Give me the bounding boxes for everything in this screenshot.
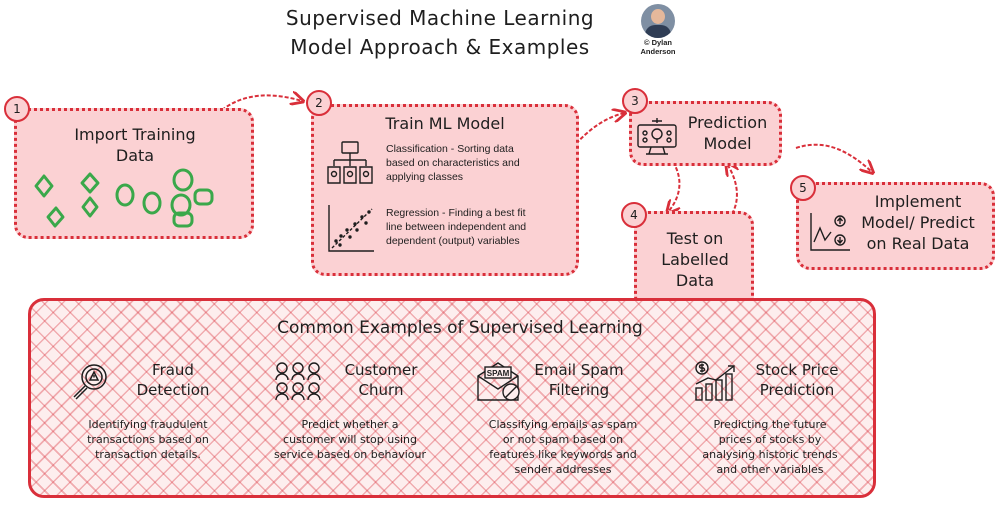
- example-churn-title: Customer Churn: [344, 361, 418, 399]
- classification-text: Classification - Sorting data based on c…: [386, 143, 520, 183]
- step-3-title: Prediction Model: [687, 113, 768, 153]
- step-1-badge: 1: [4, 96, 30, 122]
- example-churn-description: Predict whether a customer will stop usi…: [273, 418, 427, 461]
- step-1-box: [14, 108, 254, 239]
- step-1-title: Import Training Data: [74, 125, 196, 165]
- step-5-title: Implement Model/ Predict on Real Data: [861, 192, 975, 253]
- author-credit: © Dylan Anderson: [640, 38, 676, 56]
- step-2-box: [311, 104, 579, 276]
- fraud-detection-icon: [73, 364, 107, 400]
- step-2-badge: 2: [306, 90, 332, 116]
- example-stock-title: Stock Price Prediction: [755, 361, 839, 399]
- training-data-shapes-icon: [34, 168, 214, 228]
- step-2-title: Train ML Model: [385, 114, 505, 133]
- stock-chart-icon: [695, 361, 735, 401]
- classification-tree-icon: [327, 141, 373, 184]
- arrow-3-to-5: [795, 143, 872, 172]
- arrow-2-to-3: [571, 113, 624, 149]
- email-spam-icon: SPAM: [477, 362, 520, 401]
- example-fraud-title: Fraud Detection: [136, 361, 210, 399]
- customer-churn-icon: [275, 362, 321, 401]
- example-spam-description: Classifying emails as spam or not spam b…: [488, 418, 638, 476]
- example-stock-description: Predicting the future prices of stocks b…: [702, 418, 838, 476]
- step-4-title: Test on Labelled Data: [661, 229, 729, 290]
- regression-text: Regression - Finding a best fit line bet…: [386, 207, 527, 247]
- examples-title: Common Examples of Supervised Learning: [277, 318, 643, 338]
- title-line-1: Supervised Machine Learning: [285, 6, 595, 30]
- example-fraud-description: Identifying fraudulent transactions base…: [87, 418, 209, 461]
- regression-scatter-icon: [328, 205, 374, 252]
- step-5-badge: 5: [790, 175, 816, 201]
- title-line-2: Model Approach & Examples: [290, 35, 590, 59]
- step-3-badge: 3: [622, 88, 648, 114]
- step-3-box: [629, 101, 782, 166]
- step-5-box: [796, 182, 995, 270]
- prediction-model-icon: [637, 118, 677, 155]
- diagram-title: Supervised Machine Learning Model Approa…: [240, 4, 640, 62]
- spam-label: SPAM: [487, 369, 510, 378]
- author-avatar: [641, 4, 675, 38]
- example-spam-title: Email Spam Filtering: [534, 361, 624, 399]
- arrow-4-to-3: [727, 164, 737, 215]
- step-4-badge: 4: [621, 202, 647, 228]
- implement-chart-icon: [810, 213, 850, 251]
- arrow-3-to-4: [668, 161, 679, 212]
